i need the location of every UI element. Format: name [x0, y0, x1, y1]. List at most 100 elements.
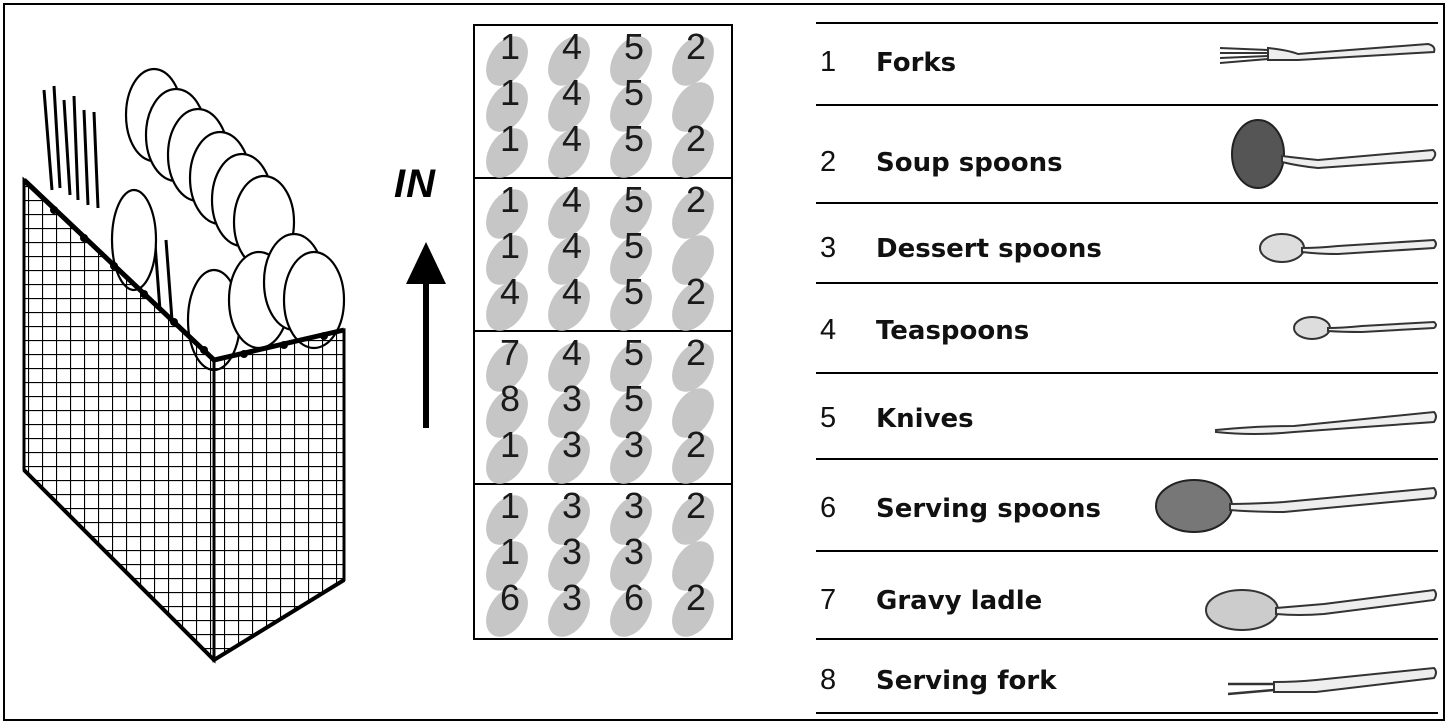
- legend-number: 3: [820, 232, 837, 264]
- slot-number: 2: [685, 26, 707, 67]
- slot-number: 4: [561, 332, 583, 373]
- grid-slot: 7: [477, 332, 543, 400]
- slot-number: 5: [623, 26, 645, 67]
- grid-slot: 1: [477, 424, 543, 492]
- slot-number: 4: [499, 271, 521, 312]
- slot-number: 4: [561, 225, 583, 266]
- legend-name: Teaspoons: [876, 316, 1030, 346]
- legend-name: Dessert spoons: [876, 234, 1102, 264]
- legend-row: 3 Dessert spoons: [816, 202, 1438, 282]
- slot-number: 8: [499, 378, 521, 419]
- grid-slot: 3: [539, 424, 605, 492]
- knife-icon: [1214, 408, 1438, 444]
- legend-row: 5 Knives: [816, 372, 1438, 458]
- grid-slot: 1: [477, 118, 543, 186]
- dessert-spoon-icon: [1258, 226, 1438, 270]
- grid-slot: 1: [477, 72, 543, 140]
- grid-slot: 1: [477, 531, 543, 599]
- legend-number: 1: [820, 46, 837, 78]
- fork-icon: [1218, 36, 1438, 80]
- slot-number: 4: [561, 118, 583, 159]
- legend-name: Knives: [876, 404, 974, 434]
- slot-number: 1: [499, 179, 521, 220]
- slot-number: 5: [623, 72, 645, 113]
- grid-slot: 3: [601, 531, 667, 599]
- grid-slot: 2: [663, 179, 729, 247]
- grid-slot: 5: [601, 72, 667, 140]
- soup-spoon-icon: [1228, 114, 1438, 198]
- grid-slot: 8: [477, 378, 543, 446]
- grid-slot: 2: [663, 485, 729, 553]
- slot-number: 5: [623, 332, 645, 373]
- teaspoon-icon: [1292, 310, 1438, 346]
- grid-slot: 1: [477, 26, 543, 94]
- slot-number: 1: [499, 72, 521, 113]
- slot-number: 4: [561, 271, 583, 312]
- grid-slot: 3: [539, 378, 605, 446]
- slot-number: 3: [561, 424, 583, 465]
- grid-slot: 5: [601, 378, 667, 446]
- grid-slot: 1: [477, 179, 543, 247]
- grid-slot: 3: [539, 577, 605, 645]
- direction-label: IN: [394, 162, 436, 206]
- slot-number: 3: [561, 531, 583, 572]
- grid-slot: 4: [539, 271, 605, 339]
- grid-slot: 4: [539, 72, 605, 140]
- serving-fork-icon: [1226, 662, 1438, 706]
- slot-number: 6: [499, 577, 521, 618]
- grid-slot: 4: [477, 271, 543, 339]
- figure-frame: [3, 3, 1445, 721]
- slot-number: 4: [561, 72, 583, 113]
- slot-number: 5: [623, 118, 645, 159]
- grid-slot: 5: [601, 179, 667, 247]
- legend-number: 2: [820, 146, 837, 178]
- ladle-icon: [1204, 576, 1438, 636]
- legend-name: Serving spoons: [876, 494, 1102, 524]
- slot-number: 2: [685, 332, 707, 373]
- grid-slot: 1: [477, 225, 543, 293]
- grid-slot: 2: [663, 271, 729, 339]
- grid-slot: 4: [539, 118, 605, 186]
- legend-number: 7: [820, 584, 837, 616]
- slot-number: 3: [561, 378, 583, 419]
- grid-slot: 1: [477, 485, 543, 553]
- grid-slot: 6: [601, 577, 667, 645]
- grid-slot: 5: [601, 118, 667, 186]
- grid-slot: 5: [601, 225, 667, 293]
- slot-number: 2: [685, 271, 707, 312]
- grid-slot: 4: [539, 26, 605, 94]
- grid-slot: 5: [601, 271, 667, 339]
- serving-spoon-icon: [1154, 468, 1438, 538]
- up-arrow-icon: [406, 242, 446, 428]
- legend-number: 6: [820, 492, 837, 524]
- legend-number: 5: [820, 402, 837, 434]
- slot-number: 3: [561, 577, 583, 618]
- grid-slot: 2: [663, 118, 729, 186]
- grid-slot: 2: [663, 26, 729, 94]
- slot-number: 3: [623, 531, 645, 572]
- slot-number: 1: [499, 485, 521, 526]
- grid-slot: 5: [601, 26, 667, 94]
- legend-name: Serving fork: [876, 666, 1057, 696]
- grid-slot: 5: [601, 332, 667, 400]
- slot-number: 3: [623, 485, 645, 526]
- grid-slot: 3: [539, 485, 605, 553]
- cutlery-basket-illustration: [22, 67, 346, 664]
- slot-number: 2: [685, 118, 707, 159]
- slot-number: 5: [623, 179, 645, 220]
- slot-number: 1: [499, 531, 521, 572]
- slot-number: 1: [499, 118, 521, 159]
- grid-slot: 2: [663, 577, 729, 645]
- legend-row: 6 Serving spoons: [816, 458, 1438, 550]
- grid-slot: 2: [663, 424, 729, 492]
- slot-number: 2: [685, 179, 707, 220]
- legend-name: Gravy ladle: [876, 586, 1043, 616]
